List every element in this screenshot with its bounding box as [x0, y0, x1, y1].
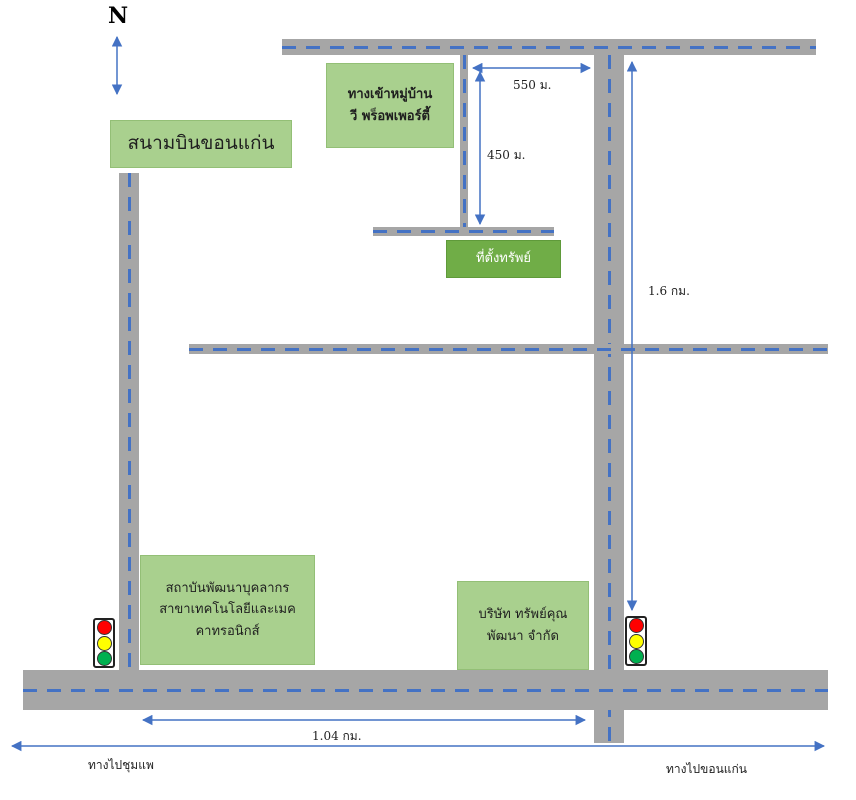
- yellow-lamp: [628, 633, 644, 649]
- distance-1-04km: 1.04 กม.: [312, 729, 362, 743]
- road-village-entrance: [460, 55, 468, 227]
- airport-box: สนามบินขอนแก่น: [110, 120, 292, 168]
- company-line1: บริษัท ทรัพย์คุณ: [478, 607, 568, 623]
- road-middle: [189, 344, 828, 354]
- yellow-lamp: [96, 635, 112, 651]
- road-property-lane: [373, 227, 554, 236]
- distance-1-6km: 1.6 กม.: [648, 284, 690, 298]
- institute-box: สถาบันพัฒนาบุคลากร สาขาเทคโนโลยีและเมค ค…: [140, 555, 315, 665]
- direction-khonkaen: ทางไปขอนแก่น: [666, 762, 747, 776]
- institute-line2: สาขาเทคโนโลยีและเมค: [159, 602, 296, 618]
- airport-label: สนามบินขอนแก่น: [127, 132, 275, 155]
- compass-north-label: N: [108, 3, 129, 29]
- village-entrance-line1: ทางเข้าหมู่บ้าน: [347, 87, 433, 103]
- red-lamp: [96, 620, 112, 636]
- company-line2: พัฒนา จำกัด: [487, 628, 559, 644]
- road-top: [282, 39, 816, 55]
- traffic-light-icon: [93, 618, 115, 668]
- property-box: ที่ตั้งทรัพย์: [446, 240, 561, 278]
- road-main-vertical: [594, 55, 624, 743]
- green-lamp: [96, 650, 112, 666]
- village-entrance-line2: วี พร็อพเพอร์ตี้: [350, 108, 430, 124]
- traffic-light-icon: [625, 616, 647, 666]
- road-left-vertical: [119, 173, 139, 671]
- direction-chumphae: ทางไปชุมแพ: [88, 758, 154, 772]
- distance-550m: 550 ม.: [513, 78, 552, 92]
- institute-line1: สถาบันพัฒนาบุคลากร: [165, 580, 290, 596]
- property-label: ที่ตั้งทรัพย์: [475, 251, 532, 267]
- village-entrance-box: ทางเข้าหมู่บ้าน วี พร็อพเพอร์ตี้: [326, 63, 454, 148]
- road-main-horizontal: [23, 670, 828, 710]
- green-lamp: [628, 648, 644, 664]
- company-box: บริษัท ทรัพย์คุณ พัฒนา จำกัด: [457, 581, 589, 670]
- red-lamp: [628, 618, 644, 634]
- distance-450m: 450 ม.: [487, 148, 526, 162]
- institute-line3: คาทรอนิกส์: [195, 623, 260, 639]
